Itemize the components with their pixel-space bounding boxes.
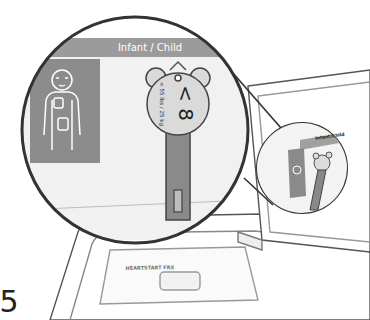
zoom-inset (20, 17, 250, 243)
small-inset (255, 120, 355, 220)
infant-child-key (146, 62, 210, 220)
key-marking: < 8 (176, 85, 196, 121)
step-number: 5 (0, 287, 19, 317)
band-heading: Infant / Child (118, 43, 182, 53)
child-figure (44, 70, 80, 150)
weight-limit: < 55 lbs / 25 kg (158, 82, 164, 126)
device-name: HEARTSTART FRX (126, 265, 175, 271)
